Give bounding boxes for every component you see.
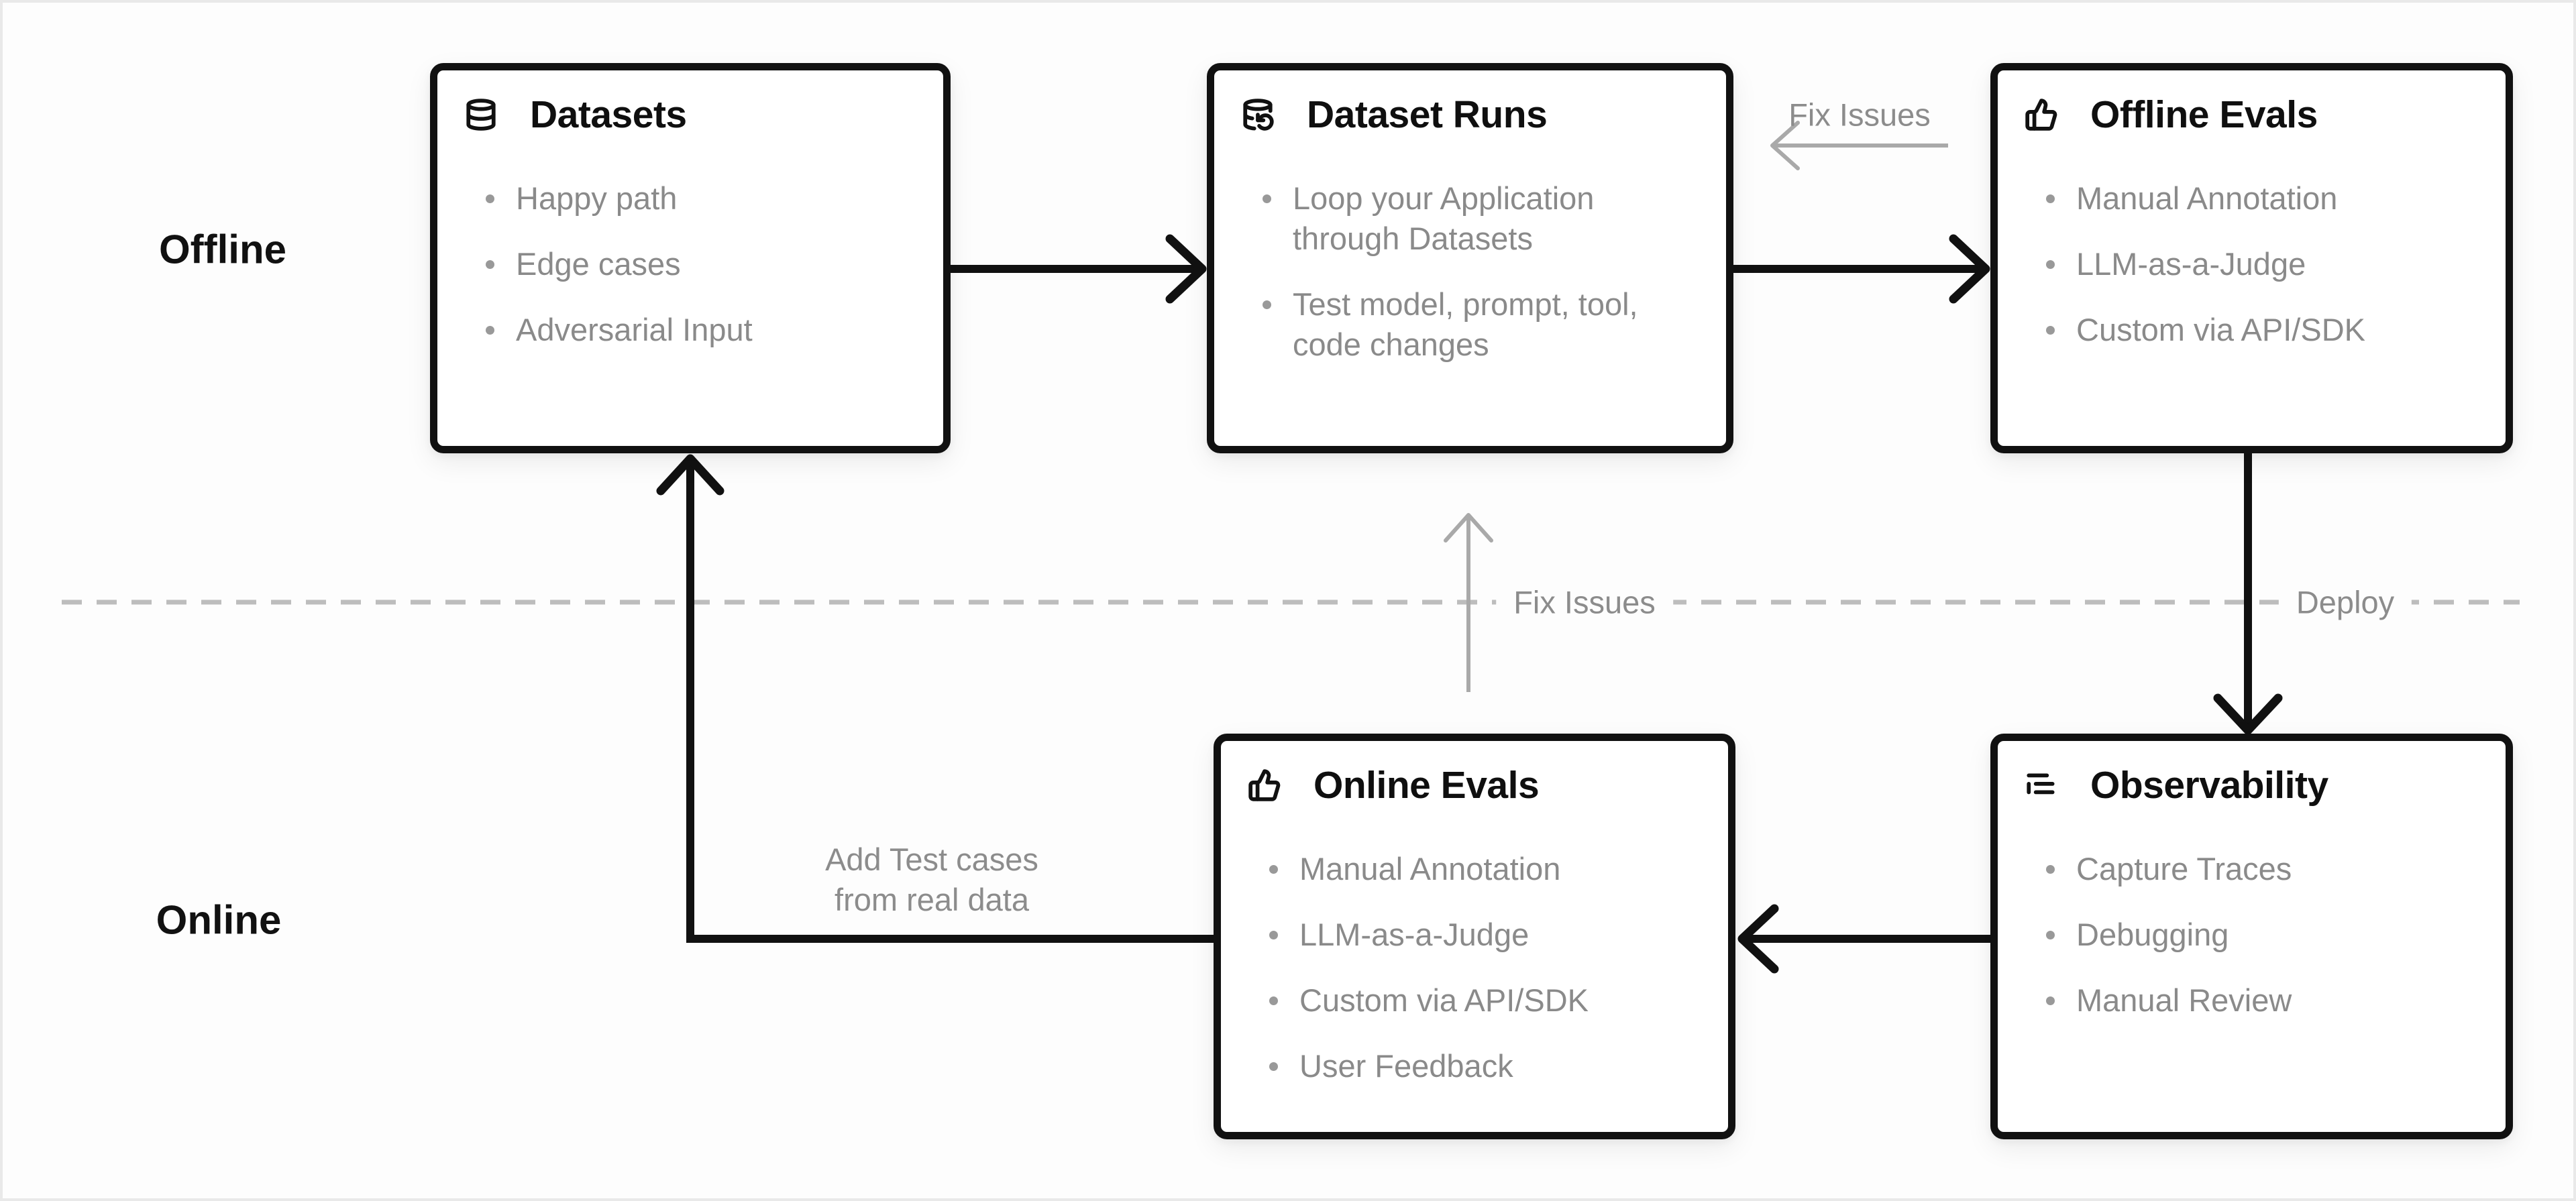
fix-issues-top-label: Fix Issues	[1788, 97, 1931, 133]
datasets-title: Datasets	[530, 93, 687, 136]
list-item: Manual Annotation	[1269, 849, 1708, 889]
list-item: Capture Traces	[2046, 849, 2485, 889]
add-test-cases-label: Add Test cases from real data	[697, 840, 1167, 920]
row-label-online: Online	[156, 897, 282, 943]
offline-evals-title: Offline Evals	[2090, 93, 2318, 136]
observability-box: Observability Capture Traces Debugging M…	[1990, 734, 2513, 1139]
observability-title: Observability	[2090, 764, 2328, 807]
list-item: LLM-as-a-Judge	[2046, 244, 2485, 284]
online-evals-header: Online Evals	[1221, 741, 1728, 805]
arrow-offline-evals-to-observability	[2213, 453, 2283, 735]
list-item: Custom via API/SDK	[1269, 980, 1708, 1021]
list-item: Manual Review	[2046, 980, 2485, 1021]
list-item: Debugging	[2046, 915, 2485, 955]
list-item: Manual Annotation	[2046, 178, 2485, 219]
database-icon	[464, 98, 498, 131]
list-item: LLM-as-a-Judge	[1269, 915, 1708, 955]
observability-items: Capture Traces Debugging Manual Review	[1998, 849, 2506, 1021]
row-label-offline: Offline	[159, 227, 286, 272]
list-item: User Feedback	[1269, 1046, 1708, 1086]
list-item: Custom via API/SDK	[2046, 310, 2485, 350]
flow-arrows-layer	[62, 121, 2520, 974]
observability-header: Observability	[1998, 741, 2506, 805]
dataset-runs-box: Dataset Runs Loop your Application throu…	[1207, 63, 1733, 453]
list-item: Happy path	[486, 178, 923, 219]
deploy-label: Deploy	[2278, 583, 2412, 621]
offline-evals-box: Offline Evals Manual Annotation LLM-as-a…	[1990, 63, 2513, 453]
online-evals-items: Manual Annotation LLM-as-a-Judge Custom …	[1221, 849, 1728, 1086]
list-item: Test model, prompt, tool, code changes	[1263, 284, 1706, 365]
arrow-fix-issues-top	[1770, 121, 1948, 170]
datasets-box: Datasets Happy path Edge cases Adversari…	[430, 63, 951, 453]
dataset-runs-header: Dataset Runs	[1214, 70, 1726, 134]
online-evals-title: Online Evals	[1313, 764, 1540, 807]
arrow-fix-issues-middle	[1444, 513, 1493, 692]
online-evals-box: Online Evals Manual Annotation LLM-as-a-…	[1214, 734, 1735, 1139]
thumbs-up-icon	[2025, 98, 2058, 131]
list-item: Edge cases	[486, 244, 923, 284]
offline-evals-header: Offline Evals	[1998, 70, 2506, 134]
list-tree-icon	[2025, 768, 2058, 802]
offline-evals-items: Manual Annotation LLM-as-a-Judge Custom …	[1998, 178, 2506, 350]
database-run-icon	[1241, 98, 1275, 131]
datasets-header: Datasets	[437, 70, 943, 134]
arrow-dataset-runs-to-offline-evals	[1733, 234, 1990, 304]
arrow-datasets-to-dataset-runs	[951, 234, 1207, 304]
list-item: Loop your Application through Datasets	[1263, 178, 1706, 259]
arrow-online-evals-to-datasets	[656, 454, 1214, 943]
arrow-observability-to-online-evals	[1737, 904, 1990, 974]
thumbs-up-icon	[1248, 768, 1281, 802]
list-item: Adversarial Input	[486, 310, 923, 350]
fix-issues-middle-label: Fix Issues	[1496, 583, 1673, 621]
add-test-cases-line1: Add Test cases	[825, 842, 1038, 877]
dataset-runs-title: Dataset Runs	[1307, 93, 1548, 136]
add-test-cases-line2: from real data	[835, 882, 1029, 917]
dataset-runs-items: Loop your Application through Datasets T…	[1214, 178, 1726, 365]
datasets-items: Happy path Edge cases Adversarial Input	[437, 178, 943, 350]
